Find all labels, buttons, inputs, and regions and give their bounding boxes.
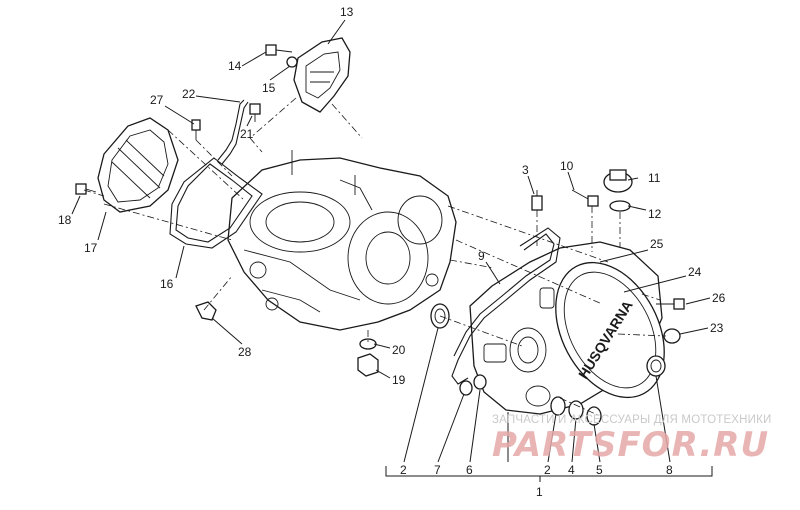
watermark-logo: PARTSFOR.RU <box>492 425 770 465</box>
fitting-21 <box>249 103 261 122</box>
callout-2-left: 2 <box>400 463 407 477</box>
callout-13: 13 <box>340 5 354 19</box>
callout-15: 15 <box>262 81 276 95</box>
crankcase-block <box>227 150 457 331</box>
bushing-6 <box>473 374 487 390</box>
callout-7: 7 <box>434 463 441 477</box>
callout-12: 12 <box>648 207 662 221</box>
right-gasket <box>451 227 561 385</box>
callout-23: 23 <box>710 321 724 335</box>
callout-14: 14 <box>228 59 242 73</box>
callout-6: 6 <box>466 463 473 477</box>
callout-20: 20 <box>392 343 406 357</box>
callout-22: 22 <box>182 87 196 101</box>
callout-25: 25 <box>650 237 664 251</box>
callout-3: 3 <box>522 163 529 177</box>
seal-2-right <box>550 396 566 416</box>
leader-lines <box>71 19 711 463</box>
callout-2-right: 2 <box>544 463 551 477</box>
watermark-tagline: ЗАПЧАСТИ И АКСЕССУАРЫ ДЛЯ МОТОТЕХНИКИ <box>492 414 772 426</box>
clutch-cover: HUSQVARNA <box>469 241 665 415</box>
callout-24: 24 <box>688 265 702 279</box>
clip-28 <box>195 301 217 321</box>
callout-19: 19 <box>392 373 406 387</box>
plug-19 <box>357 353 379 377</box>
callout-16: 16 <box>160 277 174 291</box>
callout-11: 11 <box>648 171 661 185</box>
callout-4: 4 <box>568 463 575 477</box>
callout-1: 1 <box>536 485 543 499</box>
assembly-bracket <box>385 466 713 482</box>
bolt-10 <box>571 189 599 207</box>
bushing-7 <box>459 380 473 396</box>
callout-labels: 1 2 2 3 4 5 6 7 8 9 10 11 12 13 14 15 16… <box>58 5 726 499</box>
left-cover <box>97 117 179 213</box>
plug-23 <box>663 328 681 344</box>
callout-26: 26 <box>712 291 726 305</box>
callout-10: 10 <box>560 159 574 173</box>
bolt-26 <box>656 298 685 310</box>
sprocket-cover <box>293 37 351 113</box>
callout-17: 17 <box>84 241 98 255</box>
left-gasket <box>169 157 263 249</box>
bolt-14 <box>265 44 293 56</box>
seal-8 <box>646 355 666 377</box>
callout-28: 28 <box>238 345 252 359</box>
washer-15 <box>286 56 298 68</box>
hose <box>217 99 245 161</box>
callout-8: 8 <box>666 463 673 477</box>
callout-21: 21 <box>240 127 254 141</box>
filler-plug-11 <box>603 169 633 193</box>
callout-9: 9 <box>478 249 485 263</box>
callout-18: 18 <box>58 213 72 227</box>
alignment-lines <box>83 97 667 417</box>
screw-27 <box>191 119 201 140</box>
callout-5: 5 <box>596 463 603 477</box>
callout-27: 27 <box>150 93 164 107</box>
screw-18 <box>75 183 97 195</box>
o-ring-12 <box>609 200 631 212</box>
